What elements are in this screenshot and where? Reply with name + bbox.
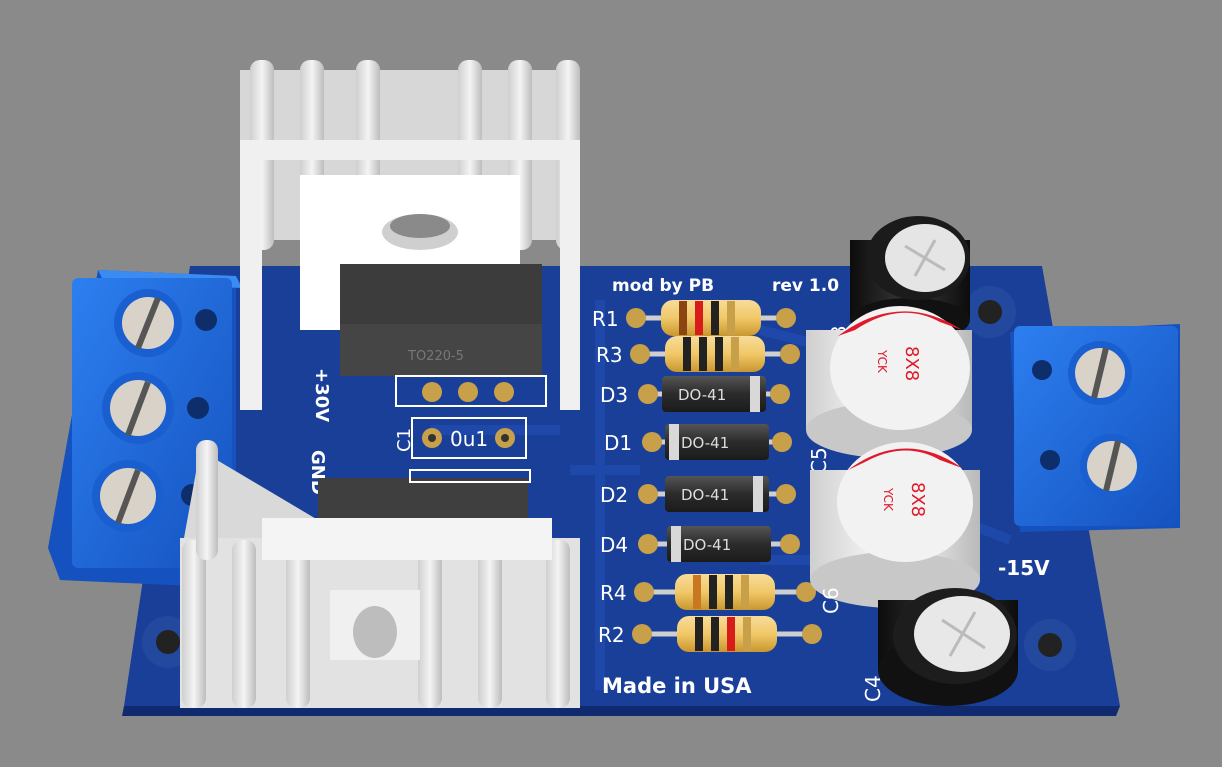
- resistor-ref-label: R4: [600, 581, 627, 605]
- output-voltage-label: -15V: [998, 556, 1050, 580]
- input-voltage-label: +30V: [311, 368, 332, 422]
- diode-package-label: DO-41: [681, 434, 729, 452]
- diode-d4: DO-41 D4: [600, 526, 800, 562]
- regulator-package-label: TO220-5: [407, 349, 464, 364]
- resistor-ref-label: R2: [598, 623, 625, 647]
- regulator-top: TO220-5: [340, 264, 542, 376]
- c5-ref-label: C5: [807, 447, 831, 474]
- diode-d2: DO-41 D2: [600, 476, 796, 512]
- origin-label: Made in USA: [602, 674, 752, 698]
- c6-size-label: 8X8: [907, 482, 928, 517]
- screw-terminal: [1032, 341, 1132, 405]
- c6-brand-label: YCK: [881, 487, 895, 512]
- c6-ref-label: C6: [819, 587, 843, 614]
- capacitor-c3: C3: [827, 216, 970, 352]
- screw-terminal: [114, 289, 217, 357]
- diode-ref-label: D3: [600, 383, 628, 407]
- capacitor-c4: C4: [861, 588, 1018, 706]
- output-terminal-block: [1010, 324, 1180, 532]
- diode-package-label: DO-41: [681, 486, 729, 504]
- c5-brand-label: YCK: [875, 349, 889, 374]
- resistor-ref-label: R3: [596, 343, 623, 367]
- resistor-r2: R2: [598, 616, 822, 652]
- c5-size-label: 8X8: [901, 346, 922, 381]
- resistor-r3: R3: [596, 336, 800, 372]
- c1-ref-label: C1: [394, 428, 415, 452]
- diode-ref-label: D1: [604, 431, 632, 455]
- c1-value-label: 0u1: [450, 427, 488, 451]
- diode-d1: DO-41 D1: [604, 424, 792, 460]
- mounting-hole: [1024, 619, 1076, 671]
- regulator-pads: [395, 375, 547, 407]
- revision-label: rev 1.0: [772, 276, 839, 296]
- c4-ref-label: C4: [861, 675, 885, 702]
- resistor-r1: R1: [592, 300, 796, 336]
- capacitor-c5: 8X8 YCK C5: [806, 306, 972, 474]
- diode-ref-label: D2: [600, 483, 628, 507]
- diode-package-label: DO-41: [678, 386, 726, 404]
- resistor-ref-label: R1: [592, 307, 619, 331]
- diode-ref-label: D4: [600, 533, 628, 557]
- credit-label: mod by PB: [612, 276, 714, 296]
- heatsink-bottom: [180, 440, 580, 708]
- diode-d3: DO-41 D3: [600, 376, 790, 412]
- screw-terminal: [1040, 434, 1144, 498]
- resistor-r4: R4: [600, 574, 816, 610]
- capacitor-c1: 0u1 C1: [394, 417, 527, 459]
- mounting-hole: [964, 286, 1016, 338]
- diode-package-label: DO-41: [683, 536, 731, 554]
- screw-terminal: [102, 372, 209, 444]
